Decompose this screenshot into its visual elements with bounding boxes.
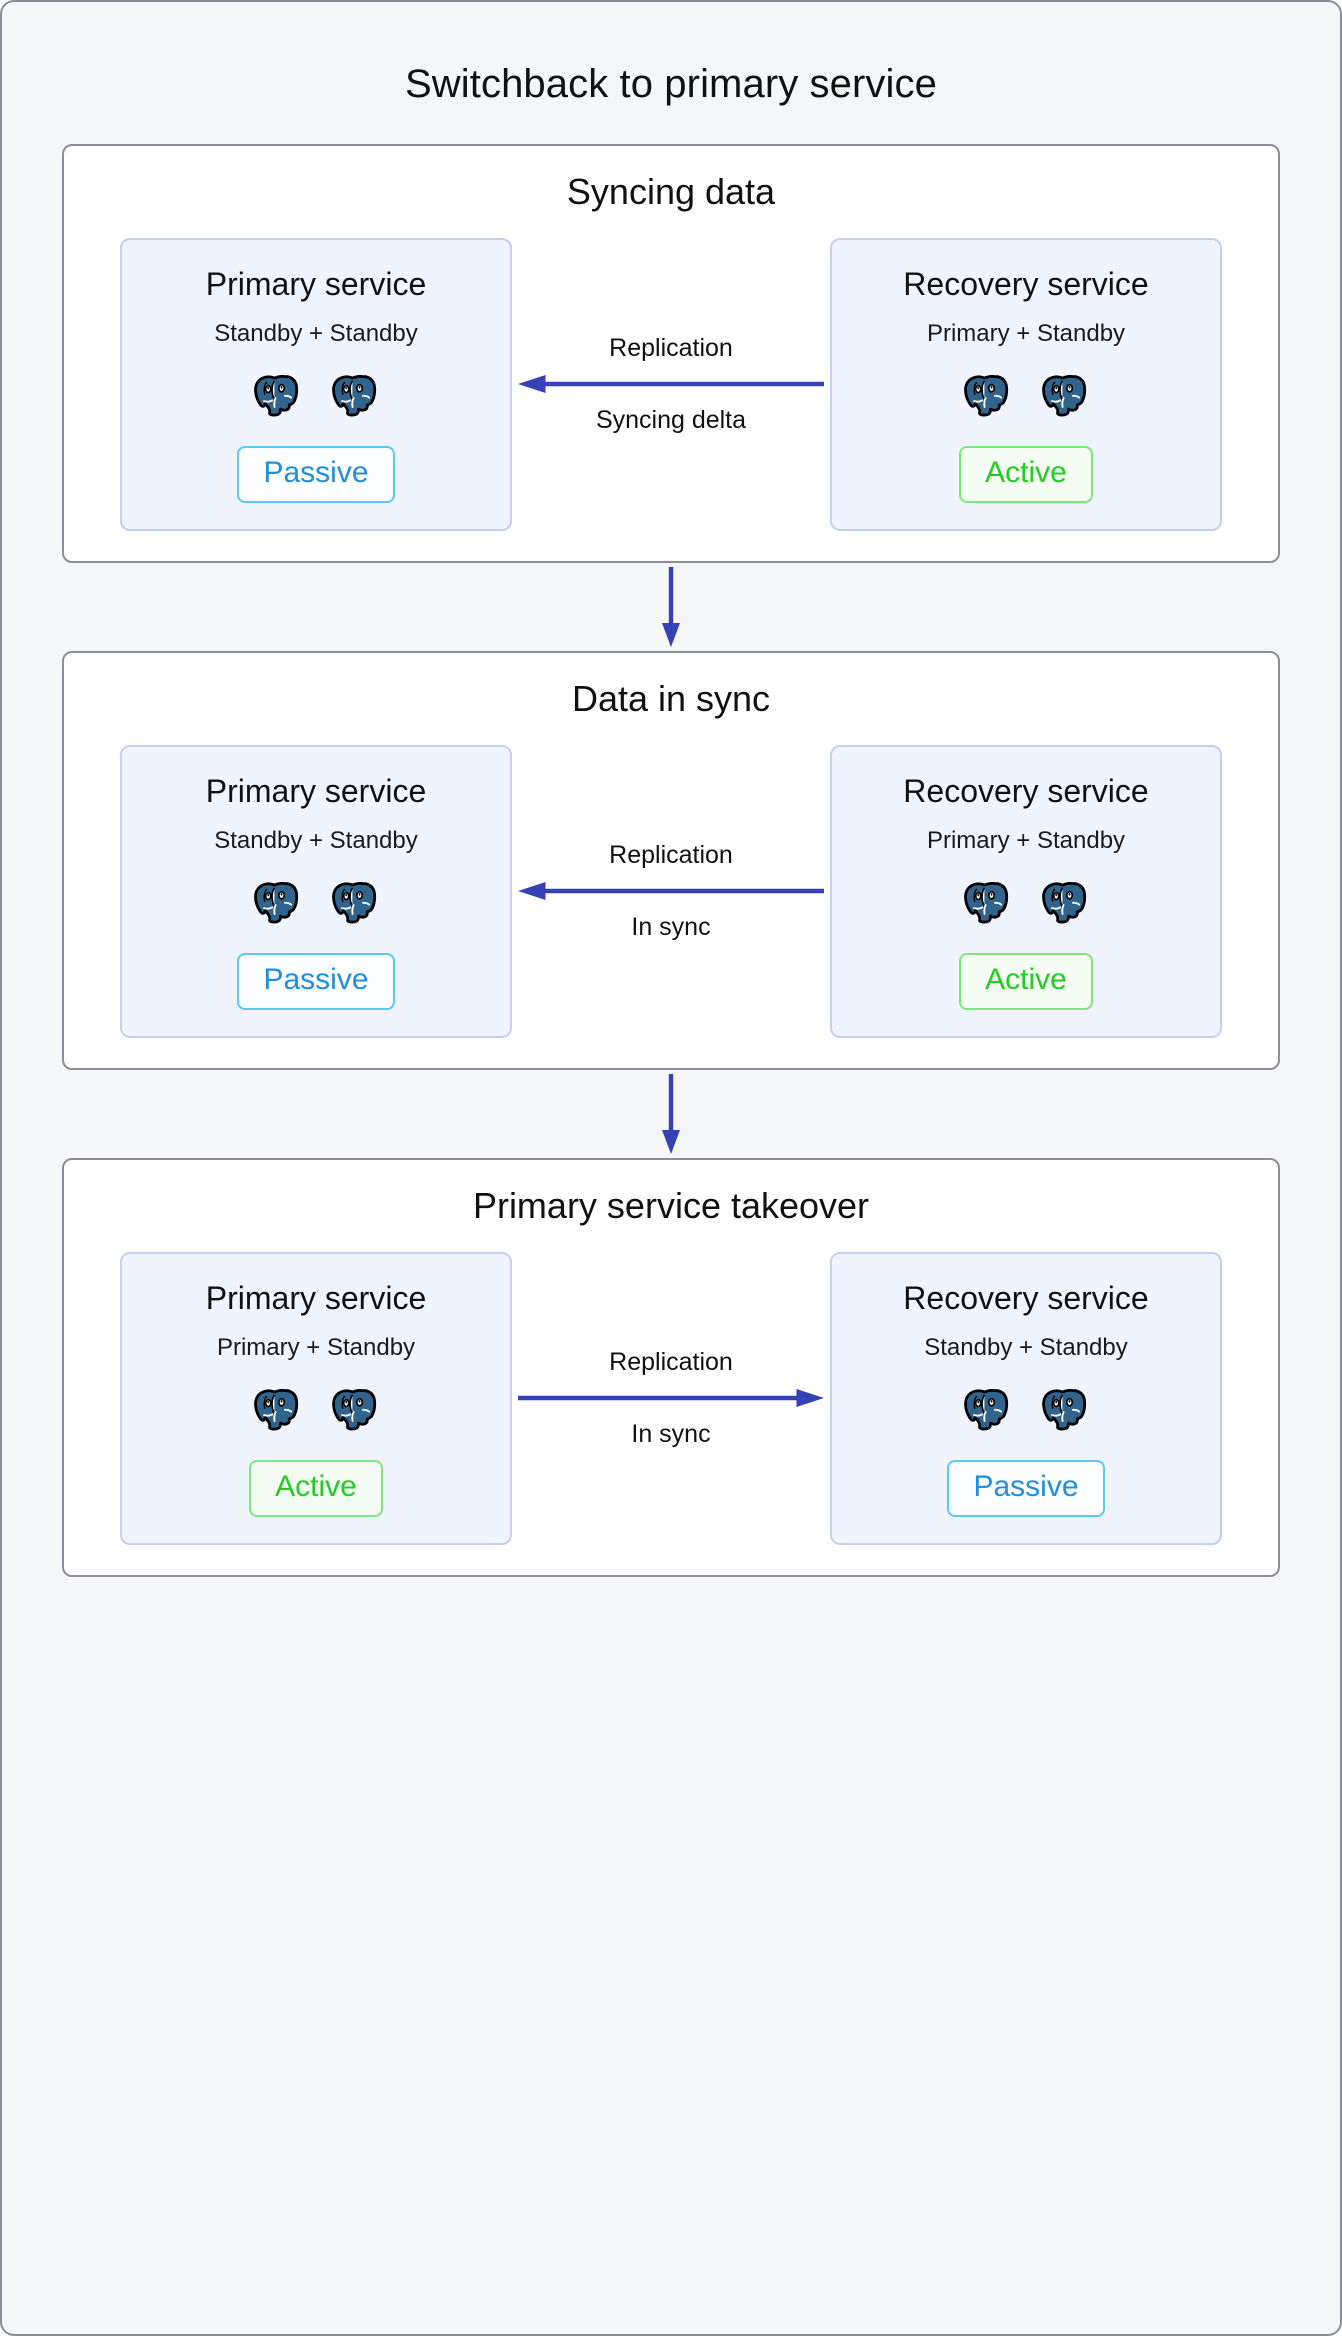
step-connector <box>658 1070 684 1158</box>
service-card-primary[interactable]: Primary service Standby + Standby <box>120 744 512 1038</box>
replication-link: Replication In sync <box>512 1252 830 1545</box>
status-badge: Passive <box>237 445 395 503</box>
replication-state-label: In sync <box>631 913 711 942</box>
down-arrow-icon <box>662 566 680 647</box>
stage-panel-primary-service-takeover: Primary service takeover Primary service… <box>62 1157 1280 1577</box>
replication-state-label: In sync <box>631 1420 711 1449</box>
stage-body: Primary service Primary + Standby <box>64 1251 1278 1545</box>
service-card-recovery[interactable]: Recovery service Primary + Standby <box>830 744 1222 1038</box>
step-connector <box>658 563 684 651</box>
stage-panel-syncing-data: Syncing data Primary service Standby + S… <box>62 144 1280 563</box>
stage-body: Primary service Standby + Standby <box>64 237 1278 531</box>
down-arrow-icon <box>662 1073 680 1154</box>
service-roles: Primary + Standby <box>926 827 1126 855</box>
replication-link: Replication Syncing delta <box>512 238 830 531</box>
postgresql-elephant-icon <box>964 881 1009 924</box>
service-card-recovery[interactable]: Recovery service Standby + Standby <box>830 1251 1222 1545</box>
postgresql-elephant-icon <box>1042 374 1087 417</box>
service-name: Primary service <box>205 265 427 302</box>
service-card-primary[interactable]: Primary service Standby + Standby <box>120 237 512 531</box>
postgresql-elephant-icon <box>254 374 299 417</box>
node-row <box>961 370 1091 422</box>
service-roles: Primary + Standby <box>216 1334 416 1362</box>
status-badge: Active <box>959 445 1093 503</box>
service-name: Recovery service <box>903 265 1149 302</box>
status-badge: Passive <box>947 1459 1105 1517</box>
postgresql-elephant-icon <box>1042 881 1087 924</box>
node-row <box>961 1384 1091 1436</box>
replication-label: Replication <box>609 841 733 870</box>
stage-panel-data-in-sync: Data in sync Primary service Standby + S… <box>62 650 1280 1070</box>
postgresql-elephant-icon <box>254 881 299 924</box>
stage-title: Primary service takeover <box>472 1184 870 1226</box>
service-roles: Primary + Standby <box>926 320 1126 348</box>
arrow-icon <box>518 1389 824 1408</box>
service-name: Recovery service <box>903 772 1149 809</box>
service-roles: Standby + Standby <box>214 827 418 855</box>
postgresql-elephant-icon <box>964 374 1009 417</box>
postgresql-elephant-icon <box>964 1388 1009 1431</box>
node-row <box>251 370 381 422</box>
status-badge: Active <box>959 952 1093 1010</box>
node-row <box>251 877 381 929</box>
node-row <box>251 1384 381 1436</box>
replication-state-label: Syncing delta <box>595 406 747 435</box>
service-name: Primary service <box>205 772 427 809</box>
postgresql-elephant-icon <box>332 1388 377 1431</box>
service-card-primary[interactable]: Primary service Primary + Standby <box>120 1251 512 1545</box>
postgresql-elephant-icon <box>332 374 377 417</box>
stage-title: Data in sync <box>571 677 771 719</box>
status-badge: Passive <box>237 952 395 1010</box>
stage-body: Primary service Standby + Standby <box>64 744 1278 1038</box>
arrow-icon <box>518 375 824 394</box>
postgresql-elephant-icon <box>332 881 377 924</box>
service-card-recovery[interactable]: Recovery service Primary + Standby <box>830 237 1222 531</box>
stage-title: Syncing data <box>566 171 776 212</box>
node-row <box>961 877 1091 929</box>
service-name: Primary service <box>205 1279 427 1316</box>
replication-label: Replication <box>609 334 733 363</box>
replication-label: Replication <box>609 1348 733 1377</box>
postgresql-elephant-icon <box>254 1388 299 1431</box>
arrow-icon <box>518 882 824 901</box>
diagram-title: Switchback to primary service <box>405 62 937 106</box>
postgresql-elephant-icon <box>1042 1388 1087 1431</box>
service-name: Recovery service <box>903 1279 1149 1316</box>
service-roles: Standby + Standby <box>214 320 418 348</box>
status-badge: Active <box>249 1459 383 1517</box>
replication-link: Replication In sync <box>512 745 830 1038</box>
service-roles: Standby + Standby <box>924 1334 1128 1362</box>
